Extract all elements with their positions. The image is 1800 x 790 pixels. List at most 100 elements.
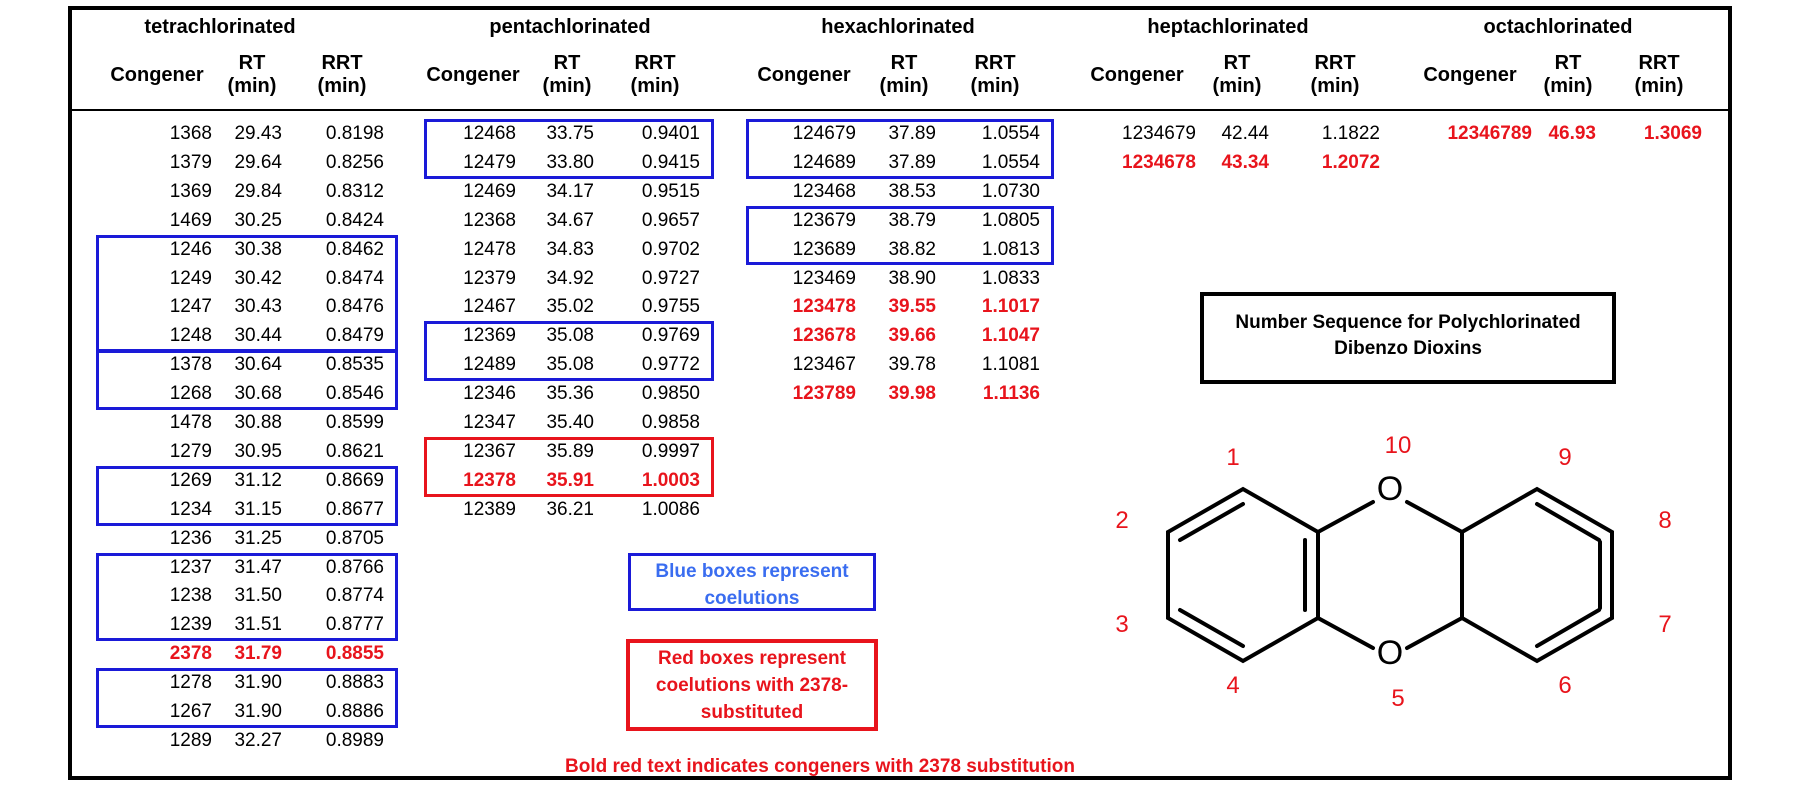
table-cell-congener: 123689 xyxy=(792,238,856,260)
table-cell-rrt: 0.8256 xyxy=(325,151,384,173)
table-cell-congener: 1378 xyxy=(169,354,212,376)
group-title: pentachlorinated xyxy=(489,16,651,38)
table-cell-rrt: 0.8883 xyxy=(325,672,384,694)
table-cell-rt: 37.89 xyxy=(888,123,936,144)
header-divider xyxy=(68,109,1732,111)
table-cell-congener: 1289 xyxy=(169,729,212,751)
position-label: 10 xyxy=(1385,432,1412,459)
table-cell-congener: 1469 xyxy=(169,209,212,231)
table-cell-rt: 38.90 xyxy=(888,267,936,289)
table-cell-rrt: 1.0554 xyxy=(981,151,1040,173)
right-benzene-ring xyxy=(1460,486,1614,664)
table-cell-rrt: 1.0805 xyxy=(981,209,1040,231)
table-cell-congener: 1234678 xyxy=(1122,151,1196,173)
table-cell-congener: 1267 xyxy=(169,701,212,722)
table-cell-rt: 37.89 xyxy=(888,151,936,173)
table-frame xyxy=(68,6,1732,780)
table-cell-rt: 38.82 xyxy=(888,238,936,260)
table-cell-congener: 12489 xyxy=(463,354,516,376)
table-cell-congener: 1239 xyxy=(169,614,212,636)
red-coelution-box xyxy=(424,436,714,497)
table-cell-rrt: 0.8886 xyxy=(325,701,384,722)
table-cell-rt: 31.15 xyxy=(234,498,282,520)
table-cell-rt: 30.88 xyxy=(234,412,282,433)
table-cell-rrt: 0.8476 xyxy=(325,296,384,318)
table-cell-rt: 29.64 xyxy=(234,151,282,173)
table-cell-rt: 39.98 xyxy=(888,383,936,405)
column-header: RT (min) xyxy=(542,52,592,97)
table-cell-rt: 43.34 xyxy=(1221,151,1269,173)
table-cell-congener: 124679 xyxy=(792,123,856,144)
table-cell-rrt: 0.9755 xyxy=(641,296,700,318)
position-label: 7 xyxy=(1658,611,1671,638)
blue-coelution-box xyxy=(424,119,714,179)
table-cell-congener: 1478 xyxy=(169,412,212,433)
table-cell-rrt: 0.8705 xyxy=(325,527,384,549)
table-cell-congener: 123678 xyxy=(792,325,856,347)
table-cell-rrt: 1.0730 xyxy=(981,180,1040,202)
blue-box-legend: Blue boxes represent coelutions xyxy=(628,553,876,611)
table-cell-congener: 12367 xyxy=(463,440,516,462)
table-cell-rrt: 0.9772 xyxy=(641,354,700,376)
right-ring-inner-bond xyxy=(1535,502,1601,542)
table-cell-congener: 1247 xyxy=(169,296,212,318)
table-cell-congener: 1238 xyxy=(169,585,212,607)
table-cell-rt: 39.66 xyxy=(888,325,936,347)
left-ring-inner-bond xyxy=(1178,502,1245,542)
table-cell-rt: 30.25 xyxy=(234,209,282,231)
table-cell-rrt: 1.1017 xyxy=(981,296,1040,318)
table-cell-rrt: 0.8479 xyxy=(325,325,384,347)
table-cell-congener: 1234679 xyxy=(1122,123,1196,144)
table-cell-rt: 35.40 xyxy=(546,412,594,433)
table-cell-rt: 34.92 xyxy=(546,267,594,289)
group-title: octachlorinated xyxy=(1483,16,1633,38)
table-cell-rt: 31.90 xyxy=(234,672,282,694)
table-cell-rrt: 1.1822 xyxy=(1321,123,1380,144)
table-cell-rrt: 1.3069 xyxy=(1643,123,1702,144)
table-cell-congener: 12379 xyxy=(463,267,516,289)
table-cell-congener: 12368 xyxy=(463,209,516,231)
table-cell-rrt: 0.9657 xyxy=(641,209,700,231)
table-cell-congener: 2378 xyxy=(169,643,212,665)
position-label: 9 xyxy=(1558,444,1571,471)
blue-coelution-box xyxy=(96,465,398,526)
table-cell-rt: 30.44 xyxy=(234,325,282,347)
table-cell-rrt: 1.0003 xyxy=(641,469,700,491)
table-cell-rt: 31.90 xyxy=(234,701,282,722)
table-cell-rrt: 0.8474 xyxy=(325,267,384,289)
table-cell-congener: 1279 xyxy=(169,440,212,462)
table-cell-rrt: 1.1081 xyxy=(981,354,1040,376)
column-header: RRT (min) xyxy=(970,52,1020,97)
table-cell-congener: 1269 xyxy=(169,469,212,491)
table-cell-rrt: 0.9401 xyxy=(641,123,700,144)
table-cell-congener: 1379 xyxy=(169,151,212,173)
table-cell-rt: 31.79 xyxy=(234,643,282,665)
position-label: 2 xyxy=(1115,507,1128,534)
column-header: RT (min) xyxy=(1212,52,1262,97)
table-cell-rrt: 0.9515 xyxy=(641,180,700,202)
table-cell-congener: 12467 xyxy=(463,296,516,318)
table-cell-rrt: 0.8535 xyxy=(325,354,384,376)
left-ring-inner-bond xyxy=(1178,608,1245,648)
table-cell-rt: 38.53 xyxy=(888,180,936,202)
table-cell-rt: 34.67 xyxy=(546,209,594,231)
position-label: 4 xyxy=(1226,672,1239,699)
table-cell-rt: 31.51 xyxy=(234,614,282,636)
table-cell-rt: 30.42 xyxy=(234,267,282,289)
table-cell-rrt: 0.8677 xyxy=(325,498,384,520)
table-cell-rt: 39.55 xyxy=(888,296,936,318)
table-cell-rt: 30.95 xyxy=(234,440,282,462)
table-cell-rt: 29.43 xyxy=(234,123,282,144)
red-box-legend: Red boxes represent coelutions with 2378… xyxy=(626,639,878,731)
table-cell-rt: 39.78 xyxy=(888,354,936,376)
oxygen-bond xyxy=(1405,616,1464,650)
table-cell-rt: 35.08 xyxy=(546,325,594,347)
table-cell-rrt: 1.1047 xyxy=(981,325,1040,347)
table-cell-rt: 30.68 xyxy=(234,383,282,405)
column-header: RRT (min) xyxy=(1310,52,1360,97)
table-cell-rt: 31.12 xyxy=(234,469,282,491)
table-cell-congener: 123469 xyxy=(792,267,856,289)
table-cell-rrt: 0.8855 xyxy=(325,643,384,665)
table-cell-rt: 32.27 xyxy=(234,729,282,751)
blue-coelution-box xyxy=(96,234,398,353)
